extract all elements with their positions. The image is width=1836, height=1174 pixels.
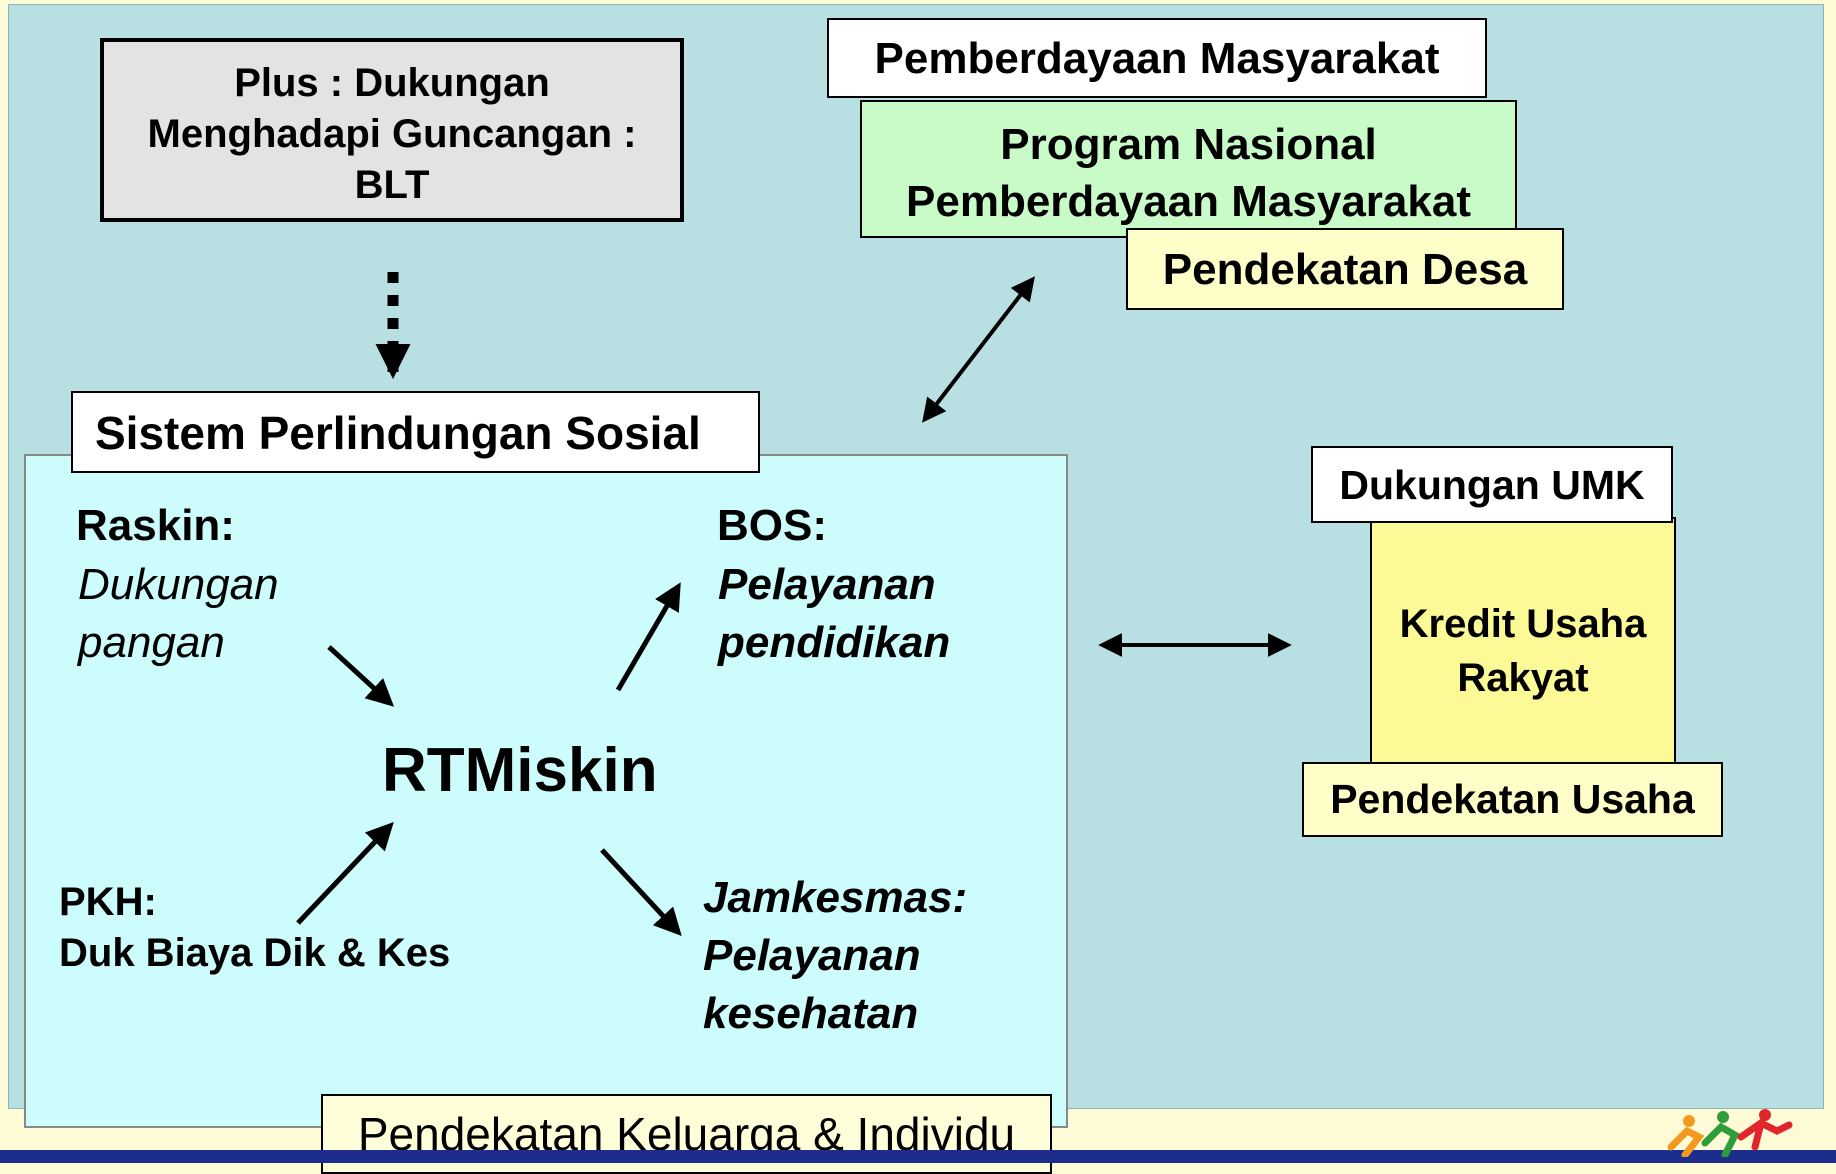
jamkesmas-line-3: kesehatan xyxy=(703,989,919,1038)
jamkesmas-line-1: Jamkesmas: xyxy=(703,873,968,922)
blt-line-1: Plus : Dukungan xyxy=(234,61,550,105)
community-empowerment-title: Pemberdayaan Masyarakat xyxy=(827,18,1487,98)
kur-program-box: Kredit Usaha Rakyat xyxy=(1370,517,1676,765)
raskin-description: Dukungan pangan xyxy=(78,556,279,672)
pnpm-program-box: Program Nasional Pemberdayaan Masyarakat xyxy=(860,100,1517,238)
raskin-label: Raskin: xyxy=(76,501,235,550)
blt-line-3: BLT xyxy=(354,163,430,207)
blt-line-2: Menghadapi Guncangan : xyxy=(147,112,637,156)
bos-desc-line-2: pendidikan xyxy=(718,618,951,667)
kur-line-2: Rakyat xyxy=(1457,656,1589,700)
raskin-desc-line-1: Dukungan xyxy=(78,560,279,609)
running-figures-logo-icon xyxy=(1667,1109,1793,1157)
pnpm-line-2: Pemberdayaan Masyarakat xyxy=(906,177,1471,226)
business-approach-box: Pendekatan Usaha xyxy=(1302,762,1723,837)
kur-line-1: Kredit Usaha xyxy=(1399,602,1647,646)
social-protection-title: Sistem Perlindungan Sosial xyxy=(71,391,760,473)
pkh-label: PKH: xyxy=(59,880,157,924)
bos-desc-line-1: Pelayanan xyxy=(718,560,936,609)
footer-bar xyxy=(0,1150,1836,1163)
arrow-raskin-to-center xyxy=(327,645,395,707)
raskin-desc-line-2: pangan xyxy=(78,618,225,667)
arrow-center-to-bos xyxy=(615,582,681,692)
arrow-sps-pnpm xyxy=(922,276,1035,423)
umk-support-title: Dukungan UMK xyxy=(1311,446,1673,523)
rtmiskin-center-label: RTMiskin xyxy=(382,736,658,805)
pnpm-line-1: Program Nasional xyxy=(1000,120,1377,169)
pkh-description: Duk Biaya Dik & Kes xyxy=(59,931,451,975)
social-protection-box xyxy=(24,454,1068,1128)
bos-label: BOS: xyxy=(717,501,827,550)
blt-box: Plus : Dukungan Menghadapi Guncangan : B… xyxy=(100,38,684,222)
jamkesmas-line-2: Pelayanan xyxy=(703,931,921,980)
arrow-center-to-jamkesmas xyxy=(600,848,682,937)
jamkesmas-description: Jamkesmas: Pelayanan kesehatan xyxy=(703,869,967,1043)
bos-description: Pelayanan pendidikan xyxy=(718,556,950,672)
village-approach-box: Pendekatan Desa xyxy=(1126,228,1564,310)
arrow-pkh-to-center xyxy=(296,822,394,925)
